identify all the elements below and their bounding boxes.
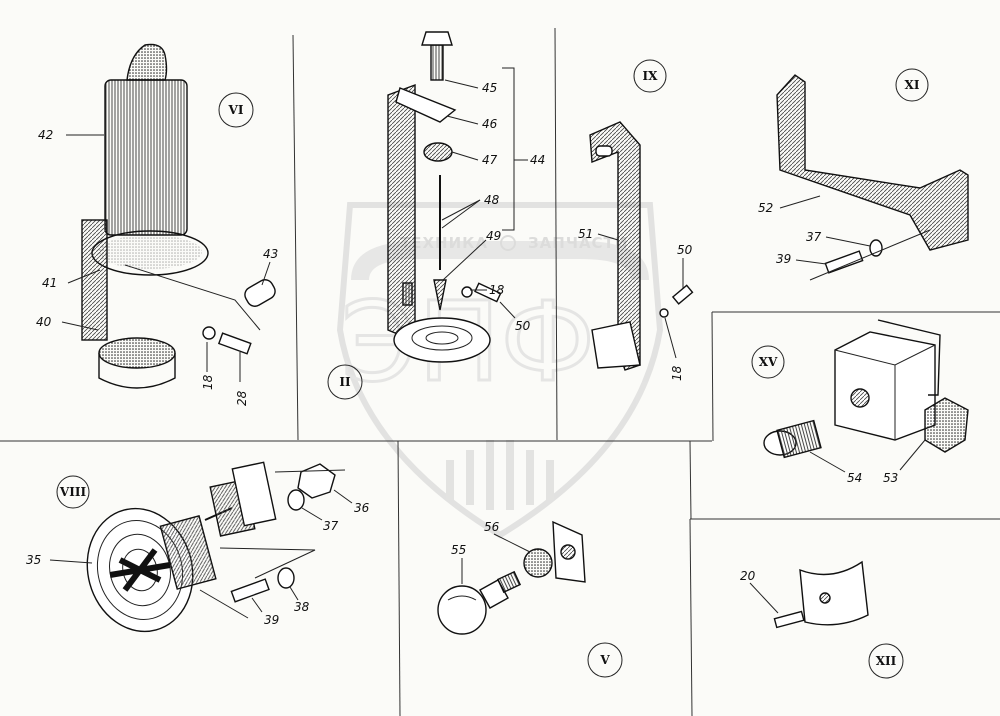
part-label-50a: 50 [515, 319, 531, 333]
group-viii: VIII 35 36 37 38 39 [26, 461, 370, 633]
group-label-ii: II [339, 375, 351, 389]
needle-49 [433, 279, 447, 311]
sleeve-43 [244, 279, 276, 307]
group-vi: VI 42 41 40 43 18 28 [36, 43, 278, 406]
group-label-xv: XV [759, 355, 778, 369]
washer-56 [523, 548, 553, 578]
group-label-ix: IX [643, 69, 659, 83]
part-label-45: 45 [482, 81, 497, 95]
ball-stud-55 [437, 585, 487, 635]
group-ii-badge [327, 364, 363, 400]
part-label-56: 56 [484, 520, 500, 534]
plate-46 [395, 87, 457, 123]
part-label-54: 54 [847, 471, 862, 485]
part-label-52: 52 [758, 201, 773, 215]
nut-47 [423, 142, 453, 162]
group-xv: XV 54 53 [751, 319, 969, 485]
part-label-55: 55 [451, 543, 466, 557]
part-label-53: 53 [883, 471, 898, 485]
part-label-35: 35 [26, 553, 41, 567]
block-xii [799, 560, 869, 626]
group-viii-badge [56, 475, 90, 509]
washer-38 [277, 567, 295, 589]
washer-18c [659, 308, 669, 318]
part-label-42: 42 [38, 128, 53, 142]
section-frames [0, 27, 1000, 716]
group-label-xi: XI [905, 78, 920, 92]
washer-18b [461, 286, 473, 298]
group-ii: 44 45 46 47 48 49 18 50 II [327, 31, 545, 400]
base-disc [393, 317, 491, 363]
group-xii-badge [868, 643, 904, 679]
part-label-44: 44 [530, 153, 545, 167]
part-label-43: 43 [263, 247, 278, 261]
screw-50b [671, 284, 694, 305]
screw-39b [230, 578, 270, 603]
group-v-badge [587, 642, 623, 678]
bracket-41-plate [81, 219, 108, 341]
clamp-ring-41 [91, 230, 209, 276]
group-label-v: V [599, 653, 610, 667]
washer-18a [202, 326, 216, 340]
part-label-47: 47 [482, 153, 498, 167]
filter-cylinder-42 [104, 79, 188, 236]
washer-37a [869, 239, 883, 257]
block-xv [834, 331, 936, 441]
group-vi-badge [218, 92, 254, 128]
group-label-vi: VI [228, 103, 244, 117]
part-label-48: 48 [484, 193, 500, 207]
gear-icon [500, 235, 516, 251]
group-ix-badge [633, 59, 667, 93]
bolt-28 [217, 332, 252, 355]
part-label-28: 28 [235, 390, 249, 406]
group-xi-badge [895, 68, 929, 102]
group-xii: 20 XII [740, 560, 904, 679]
group-ix: IX 51 50 18 [578, 59, 694, 381]
part-label-37a: 37 [806, 230, 822, 244]
part-label-18c: 18 [670, 365, 684, 381]
watermark-text-left: ТЕХНИКА [400, 234, 488, 252]
group-xv-badge [751, 345, 785, 379]
watermark: ЭПФ ТЕХНИКА ЗАПЧАСТИ [336, 202, 664, 539]
group-xi: XI 52 37 39 [758, 68, 969, 281]
part-label-41: 41 [42, 276, 57, 290]
knob-53 [924, 397, 969, 453]
washer-37b [287, 489, 305, 511]
part-label-39b: 39 [264, 613, 279, 627]
watermark-text-right: ЗАПЧАСТИ [528, 234, 628, 252]
cup-40 [98, 337, 176, 369]
part-label-36: 36 [354, 501, 370, 515]
group-label-viii: VIII [59, 485, 87, 499]
part-label-18a: 18 [201, 374, 215, 390]
bolt-39a [824, 250, 864, 274]
bracket-51 [589, 121, 641, 371]
group-label-xii: XII [876, 654, 897, 668]
part-label-49: 49 [486, 229, 501, 243]
nut-36 [297, 463, 336, 499]
cylinder-cap [126, 43, 168, 81]
part-label-37b: 37 [323, 519, 339, 533]
screw-50a [474, 282, 502, 303]
part-label-40: 40 [36, 315, 52, 329]
part-label-39a: 39 [776, 252, 791, 266]
part-label-50b: 50 [677, 243, 693, 257]
group-v: 55 56 V [437, 520, 623, 678]
screw-20 [773, 610, 805, 629]
fan-motor [159, 515, 217, 590]
bracket-52 [776, 74, 969, 251]
part-label-18b: 18 [489, 283, 505, 297]
part-label-20: 20 [740, 569, 756, 583]
part-label-46: 46 [482, 117, 498, 131]
part-label-51: 51 [578, 227, 593, 241]
part-label-38: 38 [294, 600, 310, 614]
bolt-45 [430, 44, 444, 81]
